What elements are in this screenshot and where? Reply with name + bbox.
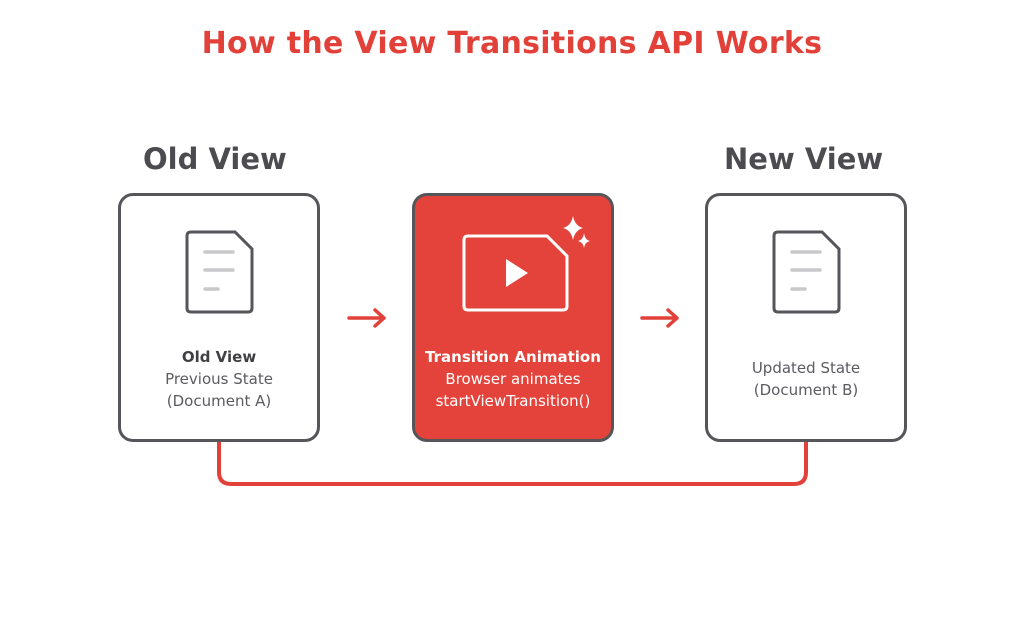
card-line: (Document A) [166, 392, 272, 410]
card-old-view: Old View Previous State (Document A) [118, 193, 320, 442]
arrow-right-icon [640, 308, 679, 328]
header-old-view: Old View [143, 142, 287, 176]
card-line: startViewTransition() [435, 392, 591, 410]
card-line: Updated State [751, 359, 861, 377]
arrow-right-icon [347, 308, 386, 328]
card-line: Browser animates [445, 370, 581, 388]
card-line: (Document B) [753, 381, 859, 399]
sparkle-icon [578, 233, 590, 248]
card-title: Transition Animation [425, 348, 601, 366]
document-icon [185, 230, 254, 314]
card-title: Old View [181, 348, 257, 366]
header-new-view: New View [724, 142, 884, 176]
card-new-view: Updated State (Document B) [705, 193, 907, 442]
sparkle-icon [563, 216, 583, 240]
card-line: Previous State [165, 370, 273, 388]
loop-connector [217, 441, 808, 486]
diagram-title: How the View Transitions API Works [201, 26, 823, 61]
card-transition-animation: Transition Animation Browser animates st… [412, 193, 614, 442]
document-icon [772, 230, 841, 314]
video-play-icon [462, 216, 590, 312]
